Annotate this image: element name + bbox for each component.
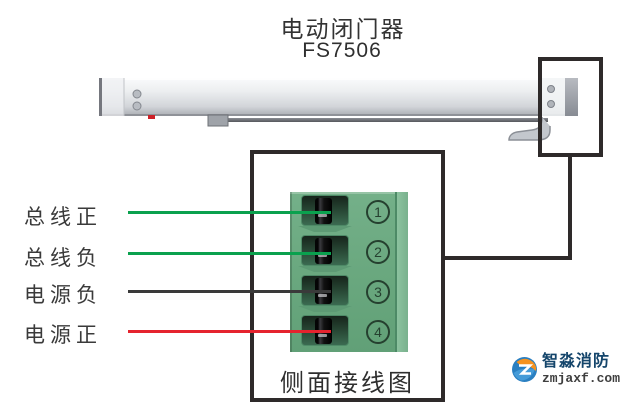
wire-label-power-positive: 电源正 <box>24 323 102 347</box>
inset-caption: 侧面接线图 <box>280 371 415 397</box>
callout-rectangle <box>538 57 603 157</box>
screw-icon <box>547 85 555 93</box>
callout-connector-horizontal <box>443 256 572 260</box>
slider-block <box>207 114 229 127</box>
screw-icon <box>132 101 142 111</box>
wire-line-power-negative <box>128 290 331 293</box>
model-number: FS7506 <box>302 39 382 62</box>
zmjaxf-logo-icon <box>512 357 537 382</box>
wire-line-power-positive <box>128 330 331 333</box>
terminal-screw <box>315 238 332 264</box>
terminal-number-badge: 4 <box>366 320 390 344</box>
wire-label-power-negative: 电源负 <box>24 283 102 307</box>
page-title: 电动闭门器 <box>280 17 406 42</box>
terminal-block: 1 2 3 4 <box>290 192 408 352</box>
red-indicator <box>148 115 155 119</box>
terminal-slope <box>298 306 352 312</box>
wire-line-bus-negative <box>128 252 331 255</box>
device-body <box>99 78 578 116</box>
watermark-brand-text: 智淼消防 <box>542 353 611 370</box>
terminal-number-badge: 1 <box>366 200 390 224</box>
slide-rail <box>215 118 548 122</box>
terminal-row-2: 2 <box>290 232 408 272</box>
terminal-slope <box>298 266 352 272</box>
screw-icon <box>132 89 142 99</box>
terminal-row-1: 1 <box>290 192 408 232</box>
terminal-block-edge <box>395 192 408 352</box>
terminal-number-badge: 2 <box>366 240 390 264</box>
terminal-slope <box>298 226 352 232</box>
wire-label-bus-negative: 总线负 <box>24 246 102 270</box>
screw-icon <box>547 100 555 108</box>
watermark-logo: 智淼消防 zmjaxf.com <box>511 354 620 385</box>
callout-connector-vertical <box>568 155 572 258</box>
terminal-number-badge: 3 <box>366 280 390 304</box>
wire-label-bus-positive: 总线正 <box>24 205 102 229</box>
wire-line-bus-positive <box>128 211 331 214</box>
watermark-site-text: zmjaxf.com <box>542 371 621 386</box>
door-closer-photo <box>99 78 578 141</box>
